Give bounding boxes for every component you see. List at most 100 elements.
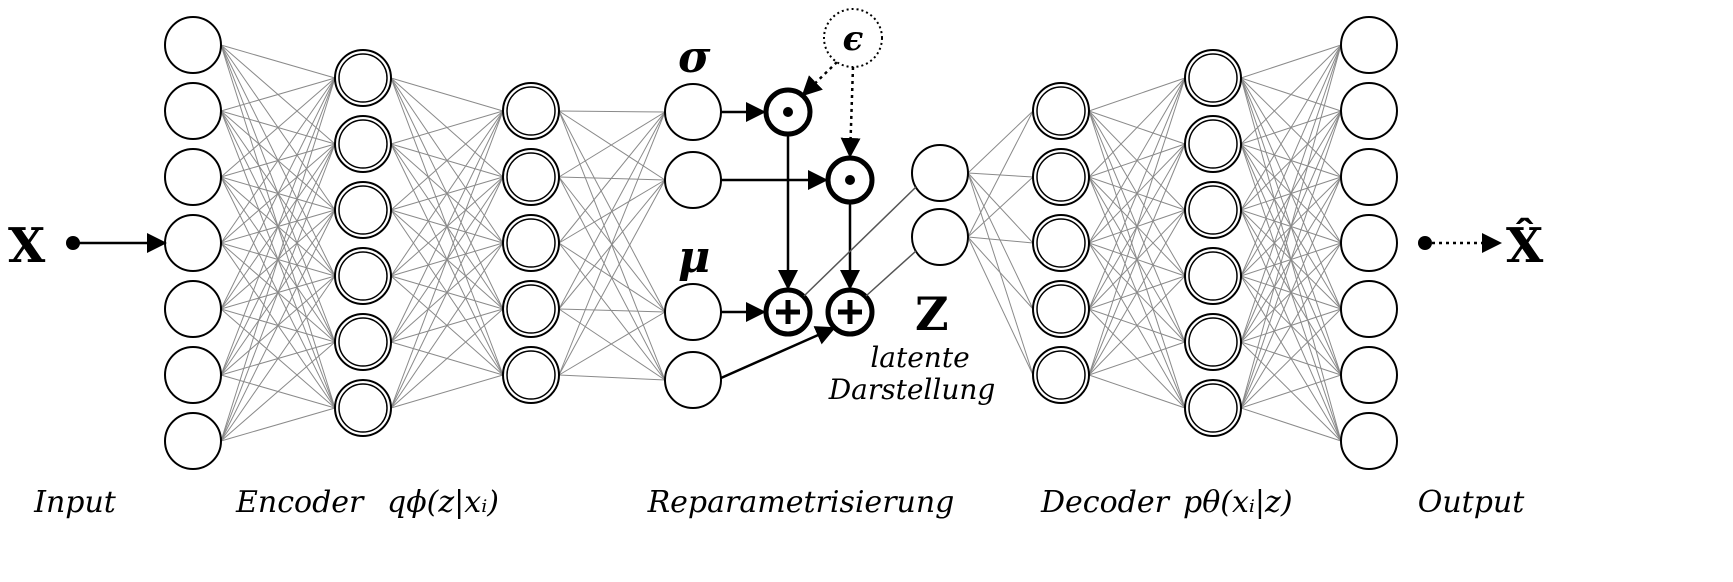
edge-enc1-enc2	[220, 77, 336, 112]
encoder-hidden-node	[502, 346, 560, 404]
decoder-output-node	[1340, 82, 1398, 140]
encoder-input-node	[164, 148, 222, 206]
decoder-hidden-node-inner	[1036, 284, 1086, 334]
latent-param-node	[664, 283, 722, 341]
edge-dec2-dec3	[1240, 44, 1342, 211]
connection-edges	[220, 44, 1342, 442]
edge-dec2-dec3	[1240, 110, 1342, 409]
edge-enc3-latent-params	[558, 176, 666, 181]
decoder-hidden-node	[1184, 181, 1242, 239]
edge-dec2-dec3	[1240, 374, 1342, 409]
edge-enc3-latent-params	[558, 110, 666, 113]
edge-enc2-enc3	[390, 110, 504, 343]
encoder-hidden-node	[334, 181, 392, 239]
encoder-hidden-node-inner	[338, 185, 388, 235]
output-symbol-x-hat: X̂	[1506, 216, 1544, 274]
edge-enc2-enc3	[390, 308, 504, 409]
arrow-epsilon-to-multiply	[801, 61, 838, 97]
latent-param-node	[664, 83, 722, 141]
caption-encoder-formula: qϕ(z|xᵢ)	[387, 485, 499, 520]
edge-enc3-latent-params	[558, 179, 666, 376]
edge-enc1-enc2	[220, 407, 336, 442]
decoder-hidden-node-inner	[1188, 383, 1238, 433]
edge-enc3-latent-params	[558, 111, 666, 376]
edge-enc2-enc3	[390, 374, 504, 409]
edge-dec1-dec2	[1088, 77, 1186, 376]
edge-enc1-enc2	[220, 44, 336, 79]
decoder-hidden-node	[1032, 214, 1090, 272]
edge-enc2-enc3	[390, 110, 504, 211]
decoder-hidden-node	[1032, 82, 1090, 140]
edge-enc1-enc2	[220, 275, 336, 442]
edge-dec2-dec3	[1240, 176, 1342, 409]
edge-dec2-dec3	[1240, 44, 1342, 79]
edge-enc3-latent-params	[558, 374, 666, 381]
edge-latent-dec1	[967, 172, 1034, 310]
decoder-hidden-node-inner	[1036, 218, 1086, 268]
edge-dec2-dec3	[1240, 44, 1342, 409]
latent-label-line1: latente	[870, 341, 969, 374]
decoder-output-node	[1340, 346, 1398, 404]
edge-dec2-dec3	[1240, 407, 1342, 442]
encoder-hidden-node-inner	[506, 218, 556, 268]
edge-dec1-dec2	[1088, 77, 1186, 244]
latent-z-node	[911, 208, 969, 266]
epsilon-symbol: ϵ	[843, 19, 864, 59]
arrow-mu-to-add-2	[720, 326, 836, 380]
edge-dec1-dec2	[1088, 143, 1186, 376]
encoder-hidden-node	[502, 148, 560, 206]
edge-dec1-dec2	[1088, 77, 1186, 178]
latent-symbol-z: Z	[915, 287, 949, 341]
encoder-hidden-node	[502, 280, 560, 338]
encoder-hidden-node	[334, 379, 392, 437]
edge-enc2-enc3	[390, 110, 504, 277]
edge-latent-dec1	[967, 110, 1034, 174]
edge-latent-dec1	[967, 172, 1034, 244]
line-add-to-z-2	[865, 250, 917, 297]
encoder-input-node	[164, 214, 222, 272]
decoder-hidden-node-inner	[1036, 86, 1086, 136]
operation-nodes	[763, 87, 875, 337]
edge-dec2-dec3	[1240, 44, 1342, 145]
decoder-output-node	[1340, 280, 1398, 338]
edge-enc3-latent-params	[558, 110, 666, 181]
edge-enc1-enc2	[220, 143, 336, 442]
arrow-epsilon-to-multiply-2	[840, 66, 861, 158]
odot-center-dot	[783, 107, 793, 117]
encoder-input-node	[164, 280, 222, 338]
edge-latent-dec1	[967, 110, 1034, 238]
caption-encoder-word: Encoder	[235, 485, 365, 520]
edge-latent-dec1	[967, 236, 1034, 310]
edge-enc3-latent-params	[558, 308, 666, 381]
edge-enc3-latent-params	[558, 311, 666, 376]
encoder-hidden-node-inner	[506, 284, 556, 334]
encoder-hidden-node	[502, 82, 560, 140]
encoder-hidden-node-inner	[506, 152, 556, 202]
decoder-hidden-node	[1184, 247, 1242, 305]
edge-dec2-dec3	[1240, 308, 1342, 409]
edge-latent-dec1	[967, 236, 1034, 376]
encoder-hidden-node	[334, 247, 392, 305]
epsilon-node	[823, 8, 883, 68]
encoder-hidden-node	[502, 214, 560, 272]
neuron-nodes	[164, 16, 1398, 470]
edge-enc1-enc2	[220, 77, 336, 244]
decoder-hidden-node	[1184, 379, 1242, 437]
edge-enc1-enc2	[220, 77, 336, 310]
mu-symbol: μ	[678, 232, 710, 283]
caption-input: Input	[33, 485, 117, 520]
edge-latent-dec1	[967, 236, 1034, 244]
edge-enc1-enc2	[220, 77, 336, 376]
encoder-hidden-node-inner	[338, 119, 388, 169]
edge-dec2-dec3	[1240, 44, 1342, 277]
edge-enc2-enc3	[390, 242, 504, 409]
flow-arrows	[720, 61, 917, 380]
decoder-hidden-node	[1032, 148, 1090, 206]
encoder-hidden-node-inner	[338, 251, 388, 301]
decoder-output-node	[1340, 412, 1398, 470]
caption-decoder-word: Decoder	[1040, 485, 1171, 520]
edge-enc2-enc3	[390, 110, 504, 145]
edge-latent-dec1	[967, 176, 1034, 238]
encoder-input-node	[164, 16, 222, 74]
